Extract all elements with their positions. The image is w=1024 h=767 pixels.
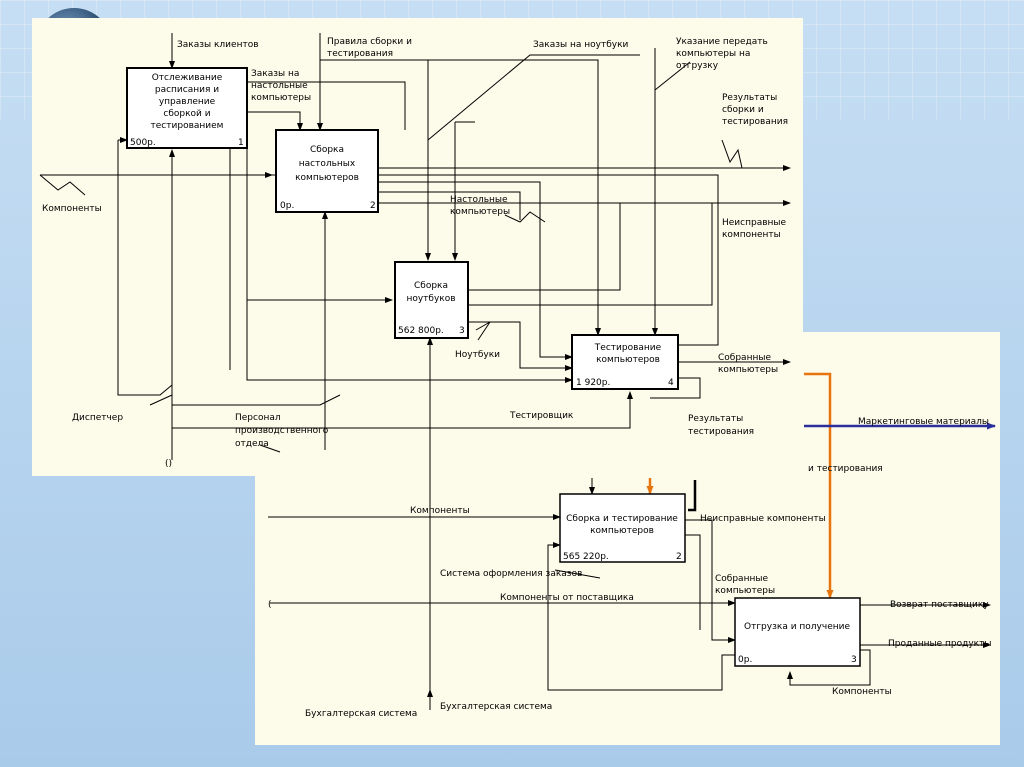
box1-cost: 500р. — [130, 138, 156, 148]
label-dispatcher: Диспетчер — [72, 413, 123, 423]
label-personnel-3: отдела — [235, 439, 269, 449]
label-results-1: Результаты — [722, 93, 777, 103]
label-order-system: Система оформления заказов — [440, 569, 582, 579]
box-3[interactable] — [394, 261, 469, 339]
boxb3-num: 3 — [851, 655, 857, 665]
label-acc-system-1: Бухгалтерская система — [305, 709, 417, 719]
box2-cost: 0р. — [280, 201, 294, 211]
label-components: Компоненты — [42, 204, 102, 214]
box-b2[interactable] — [559, 493, 686, 563]
label-desktop-orders-1: Заказы на — [251, 69, 299, 79]
label-tester: Тестировщик — [509, 411, 574, 421]
label-ship-3: отгрузку — [676, 61, 719, 71]
boxb3-cost: 0р. — [738, 655, 752, 665]
upper-boxes — [126, 67, 679, 390]
label-assembled-1: Собранные — [718, 353, 771, 363]
box-2[interactable] — [275, 129, 379, 213]
label-results-2: сборки и — [722, 105, 764, 115]
label-assembled-2: компьютеры — [718, 365, 778, 375]
box1-line3: управление — [159, 97, 216, 107]
label-acc-system-2: Бухгалтерская система — [440, 702, 552, 712]
box2-line3: компьютеров — [295, 173, 359, 183]
label-desktop-orders-2: настольные — [251, 81, 308, 91]
box3-num: 3 — [459, 326, 465, 336]
box3-cost: 562 800р. — [398, 326, 444, 336]
box4-line1: Тестирование — [594, 343, 662, 353]
box4-line2: компьютеров — [596, 355, 660, 365]
label-desktops-1: Настольные — [450, 195, 508, 205]
box2-line2: настольных — [299, 159, 356, 169]
label-faulty-2: компоненты — [722, 230, 781, 240]
label-ship-2: компьютеры на — [676, 49, 750, 59]
box-4[interactable] — [571, 334, 679, 390]
label-and-testing: и тестирования — [808, 464, 883, 474]
label-b-components2: Компоненты — [832, 687, 892, 697]
box-1[interactable] — [126, 67, 248, 149]
box4-cost: 1 920р. — [576, 378, 610, 388]
box2-line1: Сборка — [310, 145, 344, 155]
label-return-supplier: Возврат поставщику — [890, 600, 989, 610]
label-paren-bottom: ( — [268, 600, 272, 610]
label-rules-2: тестирования — [327, 49, 393, 59]
label-test-results-1: Результаты — [688, 414, 743, 424]
label-supplier-components: Компоненты от поставщика — [500, 593, 634, 603]
label-ship-1: Указание передать — [676, 37, 768, 47]
box1-line1: Отслеживание — [152, 73, 223, 83]
boxb3-line1: Отгрузка и получение — [744, 622, 850, 632]
box3-line1: Сборка — [414, 281, 448, 291]
label-marketing: Маркетинговые материалы — [858, 417, 989, 427]
boxb2-line1: Сборка и тестирование — [566, 514, 678, 524]
label-test-results-2: тестирования — [688, 427, 754, 437]
label-personnel-1: Персонал — [235, 413, 281, 423]
box1-line4: сборкой и — [163, 109, 210, 119]
label-results-3: тестирования — [722, 117, 788, 127]
label-b-faulty: Неисправные компоненты — [700, 514, 826, 524]
box-b3[interactable] — [734, 597, 861, 667]
label-personnel-2: производственного — [235, 426, 329, 436]
label-b-assembled-1: Собранные — [715, 574, 768, 584]
boxb2-cost: 565 220р. — [563, 552, 609, 562]
label-sold: Проданные продукты — [888, 639, 991, 649]
label-laptop-orders: Заказы на ноутбуки — [533, 40, 629, 50]
box2-num: 2 — [370, 201, 376, 211]
label-faulty-1: Неисправные — [722, 218, 787, 228]
label-desktop-orders-3: компьютеры — [251, 93, 311, 103]
label-orders: Заказы клиентов — [177, 40, 259, 50]
label-b-assembled-2: компьютеры — [715, 586, 775, 596]
box1-num: 1 — [238, 138, 244, 148]
label-laptops: Ноутбуки — [455, 350, 500, 360]
box1-line5: тестированием — [151, 121, 224, 131]
boxb2-num: 2 — [676, 552, 682, 562]
label-b-components: Компоненты — [410, 506, 470, 516]
box3-line2: ноутбуков — [406, 294, 455, 304]
label-paren-top: () — [165, 459, 172, 469]
label-desktops-2: компьютеры — [450, 207, 510, 217]
label-rules-1: Правила сборки и — [327, 37, 412, 47]
box4-num: 4 — [668, 378, 674, 388]
boxb2-line2: компьютеров — [590, 526, 654, 536]
box1-line2: расписания и — [155, 85, 219, 95]
